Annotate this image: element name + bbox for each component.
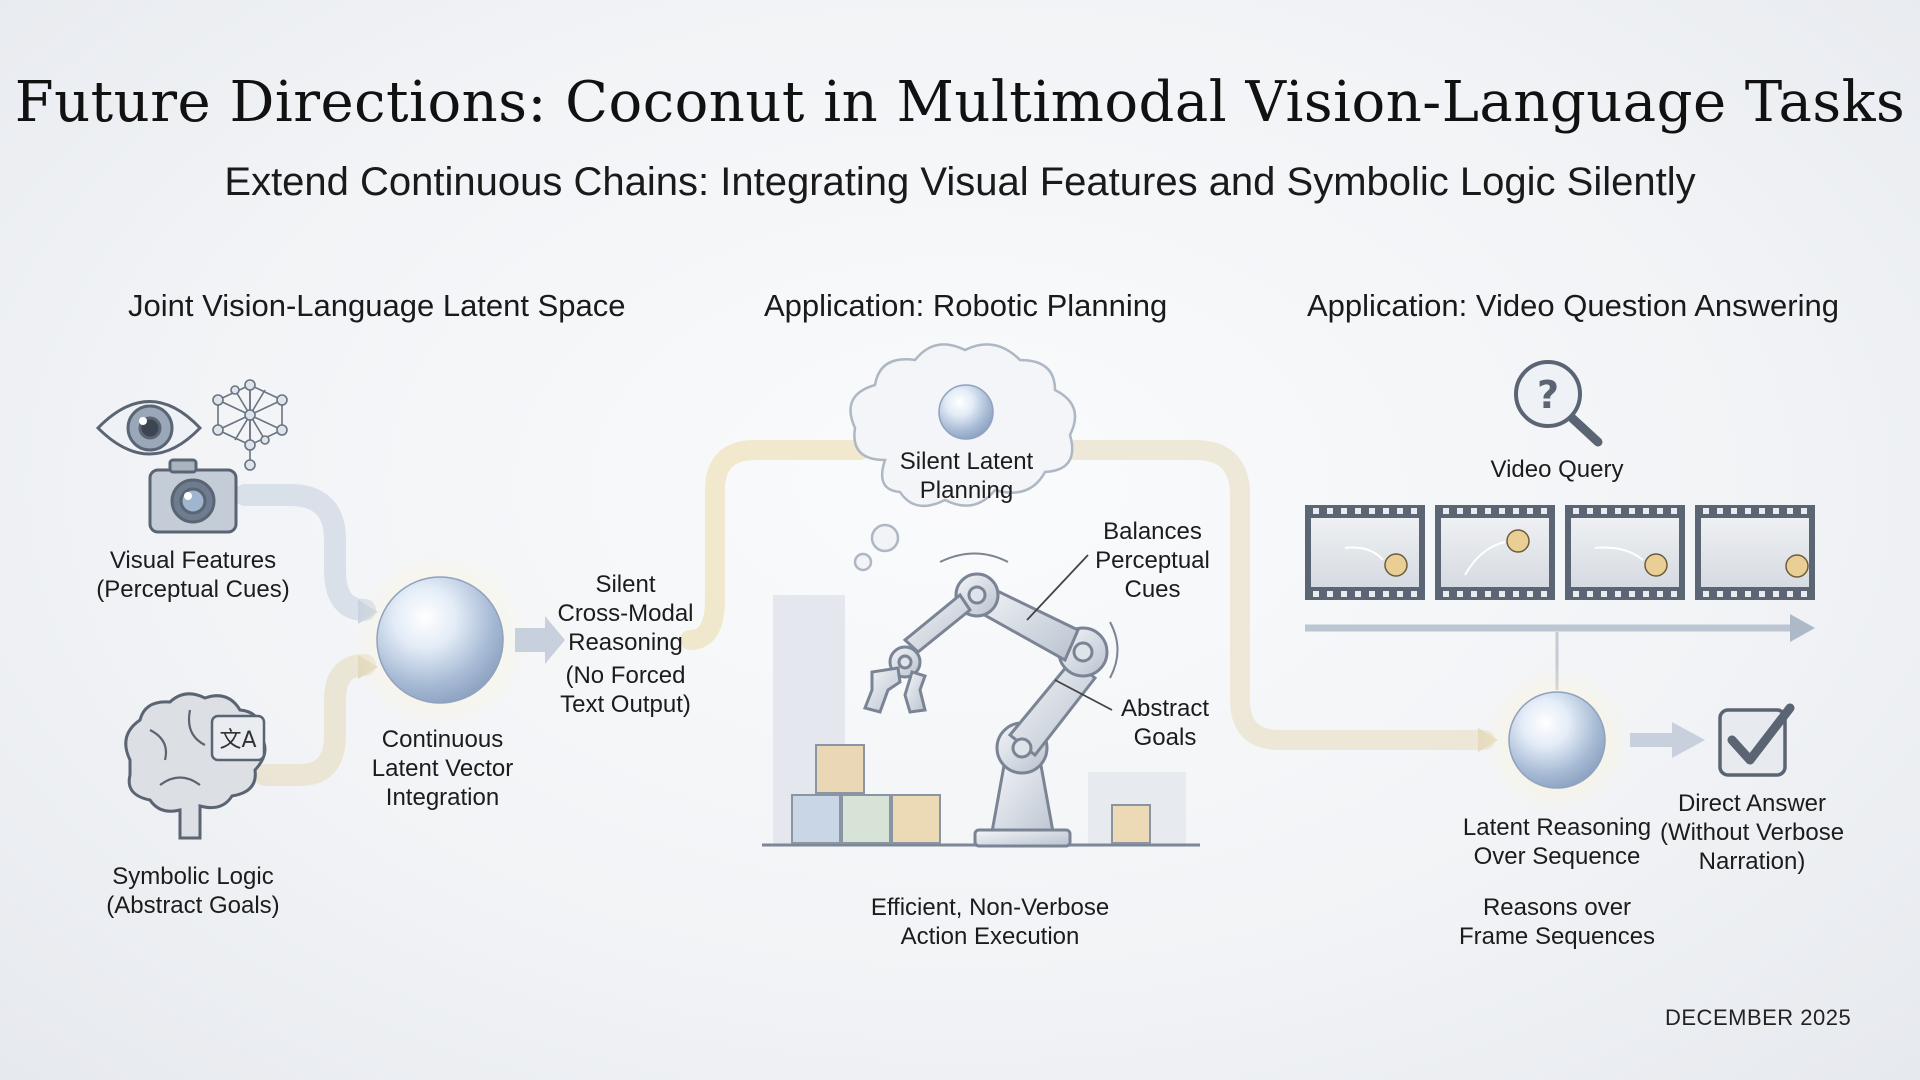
section-heading-latent-space: Joint Vision-Language Latent Space xyxy=(128,288,626,323)
label-silent-planning: Silent Latent Planning xyxy=(899,448,1034,504)
label-frame-sequences: Reasons over Frame Sequences xyxy=(1458,894,1656,950)
section-heading-video-qa: Application: Video Question Answering xyxy=(1307,288,1839,323)
page-subtitle: Extend Continuous Chains: Integrating Vi… xyxy=(224,160,1696,204)
svg-text:文A: 文A xyxy=(219,728,256,753)
flow-planning-to-video xyxy=(1065,440,1495,750)
flow-visual-to-latent xyxy=(234,484,376,621)
label-balances-cues: Balances Perceptual Cues xyxy=(1095,518,1210,603)
cloud-sphere xyxy=(938,384,994,440)
flow-symbolic-to-latent xyxy=(254,654,376,786)
latent-sphere-integration xyxy=(376,576,504,704)
label-abstract-goals: Abstract Goals xyxy=(1120,695,1210,751)
label-efficient-execution: Efficient, Non-Verbose Action Execution xyxy=(870,894,1110,950)
arrow-to-answer xyxy=(1630,722,1705,758)
eye-icon xyxy=(95,400,203,456)
label-latent-integration: Continuous Latent Vector Integration xyxy=(371,726,514,811)
pointer-line-balances xyxy=(1026,554,1089,621)
label-video-query: Video Query xyxy=(1490,456,1624,483)
label-direct-answer: Direct Answer (Without Verbose Narration… xyxy=(1659,790,1845,875)
cube-stack xyxy=(791,744,1151,844)
page-title: Future Directions: Coconut in Multimodal… xyxy=(14,70,1906,135)
label-symbolic-logic: Symbolic Logic (Abstract Goals) xyxy=(106,863,280,919)
label-visual-features: Visual Features (Perceptual Cues) xyxy=(96,547,290,603)
label-cross-modal: Silent Cross-Modal Reasoning xyxy=(557,571,694,656)
svg-text:?: ? xyxy=(1537,373,1559,417)
pointer-line-goals xyxy=(1054,679,1113,711)
footer-date: DECEMBER 2025 xyxy=(1665,1005,1852,1030)
latent-sphere-video xyxy=(1508,691,1606,789)
question-magnifier-icon: ? xyxy=(1514,360,1603,447)
translate-icon: 文A xyxy=(210,714,266,762)
timeline-arrowhead xyxy=(1790,614,1815,642)
checkbox-icon xyxy=(1718,703,1795,777)
label-no-forced-text: (No Forced Text Output) xyxy=(560,662,691,718)
arrow-to-crossmodal xyxy=(515,616,565,664)
section-heading-robotics: Application: Robotic Planning xyxy=(764,288,1168,323)
robot-arm-icon xyxy=(862,552,1119,848)
camera-icon xyxy=(148,458,238,534)
neural-network-icon xyxy=(212,379,288,471)
label-latent-reasoning: Latent Reasoning Over Sequence xyxy=(1462,814,1652,870)
film-strip-icon xyxy=(1305,505,1815,600)
thought-cloud-icon xyxy=(849,343,1077,572)
flow-crossmodal-to-planning xyxy=(680,440,870,650)
